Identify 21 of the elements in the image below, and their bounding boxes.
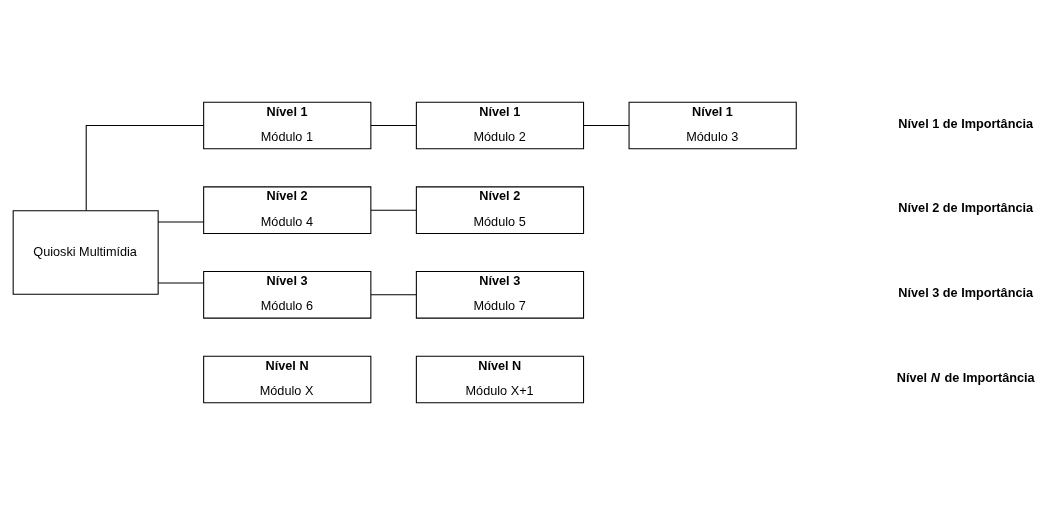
connector <box>583 125 630 127</box>
node-box: Nível 1 Módulo 1 <box>203 101 372 150</box>
node-box: Nível N Módulo X+1 <box>415 355 585 404</box>
label: Nível 1 de Importância <box>898 116 1034 131</box>
node-box: Nível 1 Módulo 3 <box>628 101 797 150</box>
label: Nível 3 de Importância <box>898 286 1034 301</box>
node-box: Nível 1 Módulo 2 <box>415 101 585 150</box>
node-box: Nível 3 Módulo 7 <box>415 271 585 319</box>
connector <box>370 209 417 211</box>
node-box: Quioski Multimídia <box>12 210 159 295</box>
node-box: Nível 2 Módulo 5 <box>415 186 585 234</box>
label: Nível 2 de Importância <box>898 201 1034 216</box>
node-box: Nível N Módulo X <box>203 355 372 404</box>
node-box: Nível 3 Módulo 6 <box>203 271 372 319</box>
connector <box>157 221 204 223</box>
label: Nível N de Importância <box>896 370 1035 385</box>
node-box: Nível 2 Módulo 4 <box>203 186 372 234</box>
connector <box>157 282 204 284</box>
connector <box>85 125 204 212</box>
connector <box>370 125 417 127</box>
connector <box>370 294 417 296</box>
